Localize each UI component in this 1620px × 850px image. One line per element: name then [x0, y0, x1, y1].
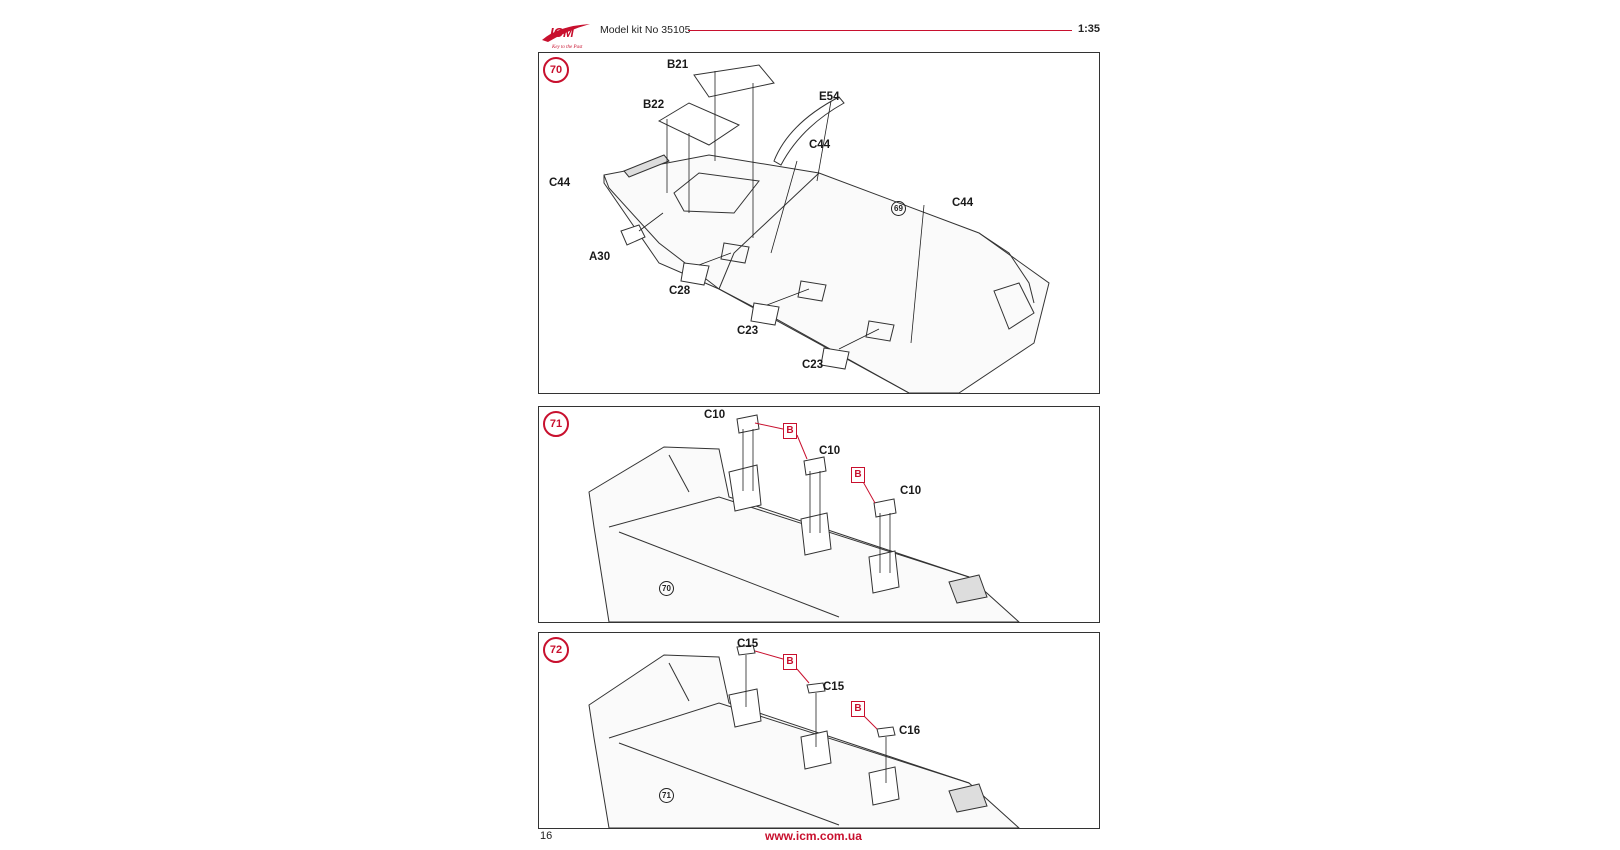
page-header: ICM Key to the Past Model kit No 35105 1…: [538, 18, 1100, 52]
step-71-panel: 71 C10 C10 C10 B B 70: [538, 406, 1100, 623]
step-number: 71: [543, 411, 569, 437]
part-label: C44: [549, 177, 571, 189]
step-reference: 69: [891, 201, 906, 216]
model-kit-number: Model kit No 35105: [600, 24, 691, 36]
website-link[interactable]: www.icm.com.ua: [765, 829, 862, 843]
step-reference: 70: [659, 581, 674, 596]
part-label: C44: [952, 197, 974, 209]
part-label: C23: [802, 359, 824, 371]
part-label: B21: [667, 59, 689, 71]
header-rule: [688, 30, 1072, 31]
part-label: C15: [823, 681, 845, 693]
step-70-drawing: [603, 64, 1050, 393]
callout-b: B: [851, 467, 865, 483]
step-number: 70: [543, 57, 569, 83]
svg-text:ICM: ICM: [550, 25, 575, 40]
callout-b: B: [783, 654, 797, 670]
part-label: C28: [669, 285, 691, 297]
part-label: B22: [643, 99, 665, 111]
step-70-panel: 70 B21 B22 E54 C44 C44 C44 A30 C28 C23 C…: [538, 52, 1100, 394]
part-label: A30: [589, 251, 611, 263]
icm-logo: ICM Key to the Past: [538, 18, 594, 52]
part-label: E54: [819, 91, 840, 103]
scale-label: 1:35: [1077, 23, 1100, 35]
part-label: C15: [737, 638, 759, 650]
page-number: 16: [540, 830, 553, 842]
part-label: C44: [809, 139, 831, 151]
part-label: C10: [704, 409, 726, 421]
svg-text:Key to the Past: Key to the Past: [551, 45, 583, 50]
step-number: 72: [543, 637, 569, 663]
part-label: C23: [737, 325, 759, 337]
part-label: C10: [900, 485, 922, 497]
step-reference: 71: [659, 788, 674, 803]
part-label: C10: [819, 445, 841, 457]
part-label: C16: [899, 725, 921, 737]
step-72-panel: 72 C15 C15 C16 B B 71: [538, 632, 1100, 829]
callout-b: B: [783, 423, 797, 439]
callout-b: B: [851, 701, 865, 717]
step-71-drawing: [588, 414, 1020, 622]
step-72-drawing: [588, 644, 1020, 828]
